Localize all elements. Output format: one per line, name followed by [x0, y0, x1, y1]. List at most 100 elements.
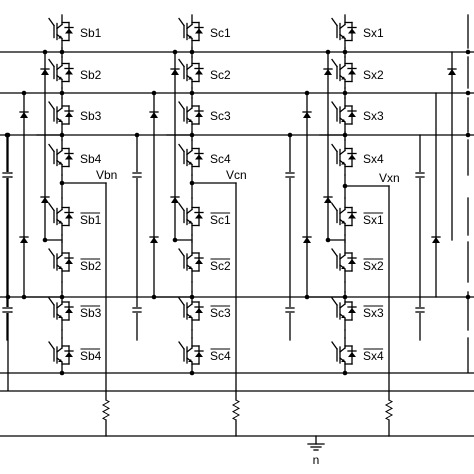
junction-dot	[465, 90, 471, 96]
junction-dot	[172, 237, 178, 243]
diode-triangle	[195, 69, 203, 75]
capacitor-icon	[285, 172, 295, 178]
gate-lead	[331, 297, 338, 306]
igbt-switch-icon	[48, 337, 74, 373]
diode-triangle	[324, 197, 332, 203]
gap	[133, 307, 141, 313]
junction-dot	[151, 90, 157, 96]
diode-triangle	[65, 69, 73, 75]
collector-leg	[56, 254, 63, 260]
collector-leg	[186, 303, 193, 309]
clamping-diode-icon	[149, 111, 159, 118]
emitter-arrow	[58, 220, 62, 224]
gate-lead	[48, 341, 55, 350]
diode-triangle	[195, 308, 203, 313]
igbt-switch-icon	[178, 139, 204, 176]
diode-triangle	[65, 308, 73, 313]
capacitor-icon	[132, 307, 142, 313]
capacitor-icon	[132, 172, 142, 178]
emitter-arrow	[341, 315, 345, 318]
junction-dot	[189, 49, 195, 55]
switch-label: Sx2	[363, 68, 384, 82]
junction-dot	[134, 132, 140, 138]
resistor-icon	[231, 399, 241, 421]
emitter-arrow	[58, 119, 62, 122]
clamping-diode-icon	[19, 236, 29, 243]
collector-leg	[56, 107, 63, 113]
clamping-diode-icon	[302, 236, 312, 243]
diode-triangle	[195, 352, 203, 357]
gate-lead	[331, 341, 338, 350]
gap	[416, 172, 424, 178]
collector-leg	[186, 347, 193, 353]
collector-leg	[339, 254, 346, 260]
emitter-arrow	[188, 119, 192, 122]
diode-triangle	[348, 308, 356, 313]
ground-symbol	[307, 435, 325, 451]
gate-lead	[48, 297, 55, 306]
switch-label: Sb3	[80, 306, 102, 320]
junction-dot	[189, 370, 195, 376]
collector-leg	[186, 107, 193, 113]
junction-dot	[59, 370, 65, 376]
clamping-diode-icon	[40, 196, 50, 203]
gate-lead	[48, 143, 55, 153]
diode-triangle	[348, 352, 356, 357]
diode-triangle	[150, 112, 158, 118]
junction-dot	[42, 49, 48, 55]
diode-triangle	[41, 197, 49, 203]
switch-label: Sc1	[210, 213, 231, 227]
diode-triangle	[348, 69, 356, 75]
output-voltage-label: Vxn	[379, 171, 400, 185]
diode-triangle	[150, 237, 158, 243]
capacitor-icon	[415, 307, 425, 313]
gate-lead	[178, 17, 185, 27]
clamping-diode-icon	[149, 236, 159, 243]
collector-leg	[56, 64, 63, 71]
switch-label: Sc2	[210, 259, 231, 273]
switch-label: Sb4	[80, 349, 102, 363]
switch-label: Sc2	[210, 68, 231, 82]
diode-triangle	[348, 112, 356, 117]
gate-lead	[48, 248, 55, 257]
collector-leg	[186, 23, 193, 30]
gate-lead	[331, 202, 338, 212]
gate-lead	[331, 58, 338, 68]
igbt-switch-icon	[331, 241, 357, 283]
clamping-diode-icon	[170, 68, 180, 75]
igbt-switch-icon	[48, 139, 74, 176]
igbt-switch-icon	[48, 14, 74, 49]
emitter-arrow	[58, 35, 62, 39]
gate-lead	[331, 248, 338, 257]
neutral-label: n	[313, 453, 320, 467]
collector-leg	[339, 64, 346, 71]
collector-leg	[186, 149, 193, 156]
diode-triangle	[65, 352, 73, 357]
switch-label: Sx1	[363, 26, 384, 40]
diode-triangle	[348, 259, 356, 264]
switch-label: Sb2	[80, 68, 102, 82]
junction-dot	[59, 90, 65, 96]
clamping-diode-icon	[431, 236, 441, 243]
switch-label: Sb1	[80, 26, 102, 40]
igbt-switch-icon	[331, 197, 357, 236]
igbt-switch-icon	[178, 197, 204, 236]
gap	[416, 307, 424, 313]
diode-triangle	[65, 28, 73, 34]
emitter-arrow	[341, 359, 345, 362]
igbt-switch-icon	[331, 14, 357, 49]
junction-dot	[342, 370, 348, 376]
capacitor-icon	[2, 307, 12, 313]
gate-lead	[48, 17, 55, 27]
diode-triangle	[20, 112, 28, 118]
output-voltage-label: Vcn	[226, 168, 247, 182]
collector-leg	[56, 208, 63, 215]
emitter-arrow	[58, 266, 62, 269]
junction-dot	[189, 90, 195, 96]
resistor-icon	[101, 399, 111, 421]
capacitor-icon	[285, 307, 295, 313]
gap	[3, 172, 11, 178]
emitter-arrow	[341, 161, 345, 165]
